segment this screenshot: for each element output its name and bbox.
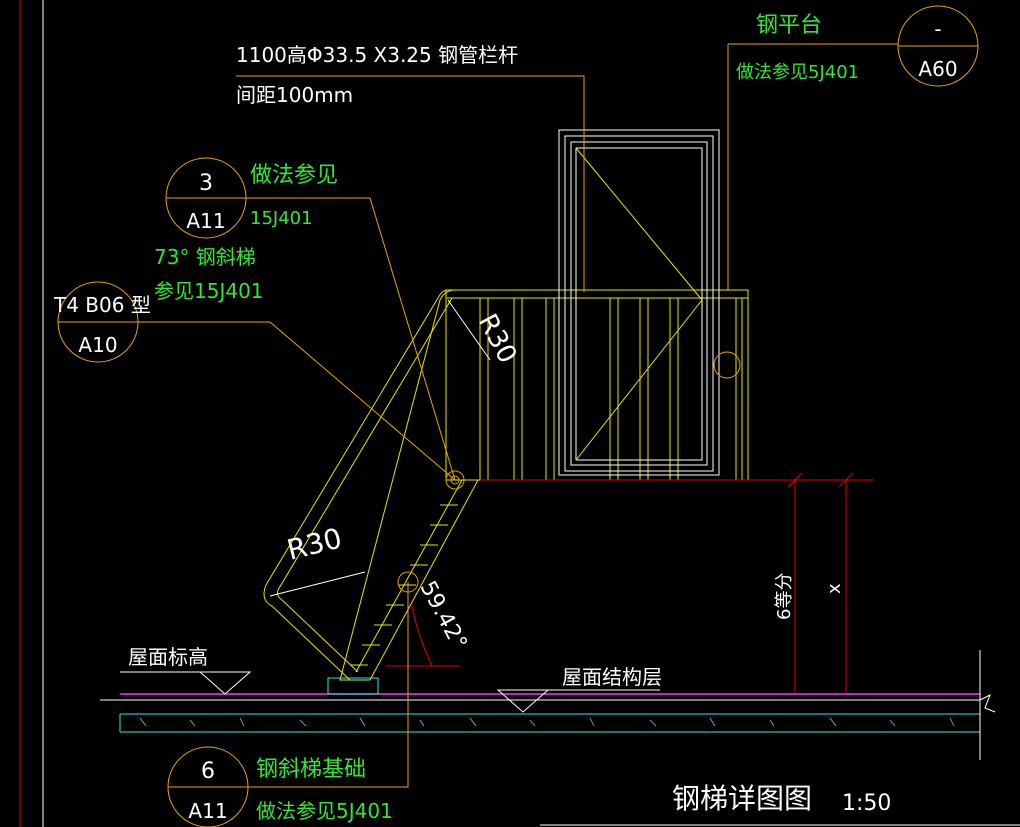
drawing-title: 钢梯详图图 bbox=[672, 782, 812, 815]
platform-symbol-bottom: A60 bbox=[918, 57, 957, 81]
dim-divisions: 6等分 bbox=[774, 573, 795, 620]
height-dimension bbox=[480, 472, 874, 694]
angle-label: 59.42° bbox=[415, 577, 472, 654]
platform-door bbox=[558, 129, 741, 476]
railing-note-line2: 间距100mm bbox=[236, 83, 353, 107]
roof-hatch bbox=[139, 717, 955, 727]
platform-symbol-top: - bbox=[934, 17, 941, 41]
drawing-scale: 1:50 bbox=[842, 791, 891, 816]
ladder-label2: 参见15J401 bbox=[154, 279, 264, 303]
angle-arc bbox=[411, 605, 433, 667]
radius-leader-lower bbox=[269, 571, 366, 597]
roof-structure-label: 屋面结构层 bbox=[562, 665, 662, 689]
radius-leader-upper bbox=[447, 299, 491, 361]
detail6-top: 6 bbox=[201, 759, 215, 784]
detail3-top: 3 bbox=[199, 171, 213, 196]
detail6-text1: 钢斜梯基础 bbox=[256, 757, 366, 782]
detail6-leader bbox=[248, 582, 409, 788]
platform-detail-symbol bbox=[897, 5, 979, 87]
elevation-marker bbox=[198, 671, 252, 695]
t4-bottom: A10 bbox=[78, 333, 117, 357]
detail3-symbol bbox=[165, 157, 247, 239]
detail6-text2: 做法参见5J401 bbox=[256, 799, 393, 823]
t4-symbol bbox=[57, 281, 139, 363]
t4-label: T4 B06 型 bbox=[53, 293, 151, 317]
ladder-label1: 73° 钢斜梯 bbox=[154, 245, 256, 269]
platform-label: 钢平台 bbox=[756, 13, 822, 38]
radius-lower: R30 bbox=[284, 521, 345, 566]
railing-note-line1: 1100高Φ33.5 X3.25 钢管栏杆 bbox=[236, 43, 518, 67]
detail3-text2: 15J401 bbox=[250, 208, 313, 229]
detail6-symbol bbox=[167, 746, 249, 827]
roof-elevation-label: 屋面标高 bbox=[128, 645, 208, 669]
steel-stair bbox=[263, 289, 479, 695]
detail6-bottom: A11 bbox=[188, 799, 227, 823]
railing-leader bbox=[236, 75, 585, 292]
t4-leader bbox=[138, 321, 456, 481]
platform-ref: 做法参见5J401 bbox=[736, 62, 859, 83]
detail3-text1: 做法参见 bbox=[250, 163, 338, 188]
detail3-bottom: A11 bbox=[186, 209, 225, 233]
dim-x: x bbox=[824, 583, 845, 594]
platform-railing bbox=[445, 289, 749, 481]
break-symbol bbox=[979, 693, 996, 713]
radius-upper: R30 bbox=[472, 309, 523, 368]
detail3-leader bbox=[246, 197, 456, 481]
